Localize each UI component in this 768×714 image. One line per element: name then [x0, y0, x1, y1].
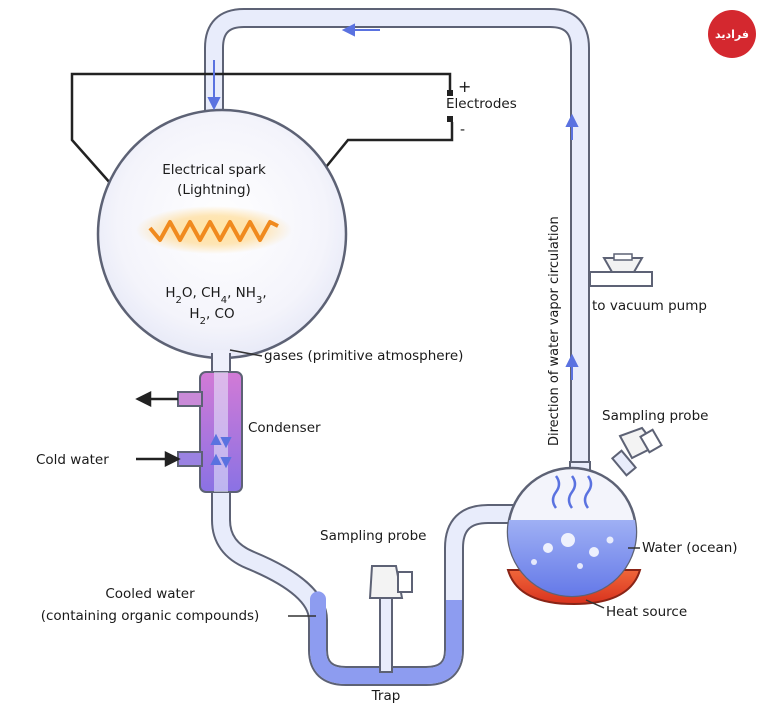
plus-label: + [458, 77, 471, 96]
heat-source-label: Heat source [606, 604, 687, 620]
electrodes-label: Electrodes [446, 96, 517, 112]
lightning-label: (Lightning) [177, 182, 251, 198]
leader-lines [229, 349, 640, 617]
condenser [177, 371, 243, 493]
vacuum-pump-label: to vacuum pump [592, 298, 707, 314]
circulation-label: Direction of water vapor circulation [547, 216, 562, 446]
flow-arrows [207, 23, 579, 469]
logo: فرادید [708, 10, 756, 58]
cooled-water-label: Cooled water [105, 586, 195, 602]
vapor-tube [204, 8, 590, 470]
electrode-terminals [447, 90, 453, 122]
flask-sampling-probe-label: Sampling probe [602, 408, 708, 424]
trap-sampling-probe [368, 565, 413, 673]
organic-compounds-label: (containing organic compounds) [41, 608, 260, 624]
minus-label: - [460, 122, 465, 138]
return-tube [211, 376, 518, 686]
gas-formula-line2: H2, CO [189, 306, 234, 327]
steam-icon [551, 475, 593, 509]
condenser-label: Condenser [248, 420, 321, 436]
spark [136, 206, 292, 254]
cold-water-label: Cold water [36, 452, 109, 468]
water-ocean-label: Water (ocean) [642, 540, 738, 556]
spark-label: Electrical spark [162, 162, 266, 178]
trap-label: Trap [371, 688, 401, 704]
gas-formula-line1: H2O, CH4, NH3, [165, 285, 266, 306]
trap-sampling-probe-label: Sampling probe [320, 528, 426, 544]
condenser-arrows [135, 390, 181, 468]
logo-text: فرادید [715, 28, 749, 41]
gases-label: gases (primitive atmosphere) [264, 348, 463, 364]
vacuum-pump-valve [589, 253, 653, 287]
flask-sampling-probe [610, 426, 663, 477]
